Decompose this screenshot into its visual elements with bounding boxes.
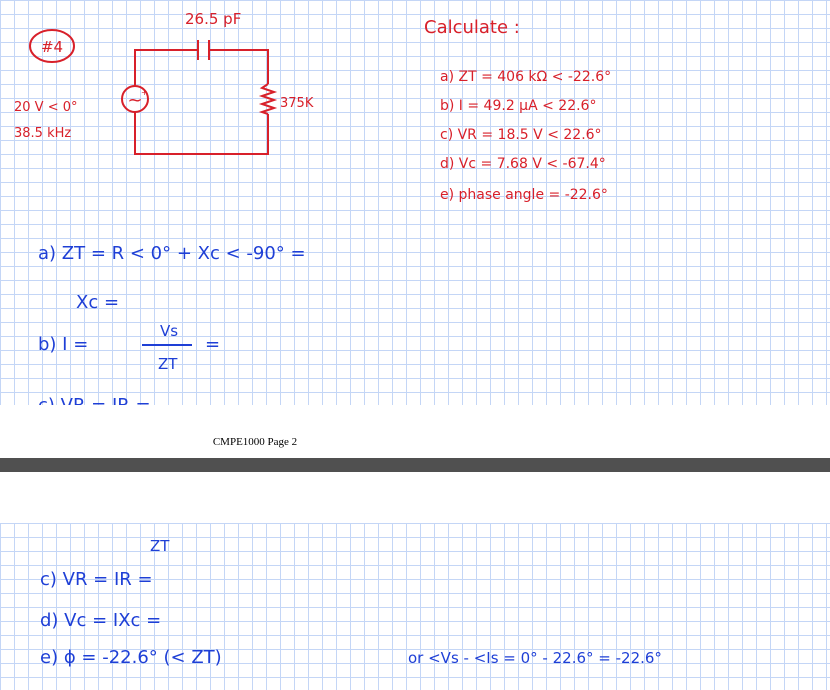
ac-source-symbol: ~: [127, 90, 142, 111]
page-2-top-margin: [0, 472, 830, 523]
wire-left-top: [134, 49, 197, 86]
given-item-b: b) I = 49.2 µA < 22.6°: [440, 98, 596, 114]
work-line-d: d) Vc = IXc =: [40, 610, 161, 631]
work-line-b-numerator: Vs: [160, 322, 178, 340]
work-line-xc: Xc =: [76, 292, 119, 313]
page-footer: CMPE1000 Page 2: [212, 436, 298, 448]
notes-page-1: #4 ~ + 26.5 pF 375K 20 V < 0° 38.5 kHz C…: [0, 0, 830, 405]
notes-page-2: ZT c) VR = IR = d) Vc = IXc = e) ϕ = -22…: [0, 523, 830, 690]
source-voltage-label: 20 V < 0°: [14, 100, 78, 115]
wire-right-top: [210, 49, 269, 84]
work-line-e: e) ϕ = -22.6° (< ZT): [40, 647, 222, 668]
resistor-label: 375K: [280, 96, 314, 111]
page-2-ink: ZT c) VR = IR = d) Vc = IXc = e) ϕ = -22…: [40, 537, 662, 668]
capacitor-label: 26.5 pF: [185, 10, 241, 28]
calculate-heading: Calculate :: [424, 17, 520, 38]
given-item-e: e) phase angle = -22.6°: [440, 187, 608, 203]
page-1-bottom-margin: [0, 405, 830, 458]
wire-bottom: [134, 112, 269, 155]
work-line-c: c) VR = IR =: [40, 569, 153, 590]
work-line-b-left: b) I =: [38, 334, 88, 355]
given-item-d: d) Vc = 7.68 V < -67.4°: [440, 156, 606, 172]
work-line-e-alternative: or <Vs - <Is = 0° - 22.6° = -22.6°: [408, 649, 662, 667]
source-frequency-label: 38.5 kHz: [14, 126, 71, 141]
given-item-c: c) VR = 18.5 V < 22.6°: [440, 127, 602, 143]
problem-number-circle: [29, 29, 75, 63]
circuit-diagram: [121, 40, 278, 155]
work-line-b-right: =: [205, 334, 220, 355]
problem-number: #4: [41, 38, 63, 56]
fraction-denominator-fragment: ZT: [150, 537, 170, 555]
work-line-b-denominator: ZT: [158, 355, 178, 373]
ac-source-plus-icon: +: [141, 88, 148, 97]
given-item-a: a) ZT = 406 kΩ < -22.6°: [440, 69, 611, 85]
ac-source-circle: [121, 85, 149, 113]
page-separator: [0, 458, 830, 472]
work-line-c-partial: c) VR = IR =: [38, 395, 151, 405]
resistor-zigzag: [258, 83, 278, 115]
page-1-ink: #4 ~ + 26.5 pF 375K 20 V < 0° 38.5 kHz C…: [14, 10, 611, 405]
work-line-a: a) ZT = R < 0° + Xc < -90° =: [38, 243, 306, 264]
